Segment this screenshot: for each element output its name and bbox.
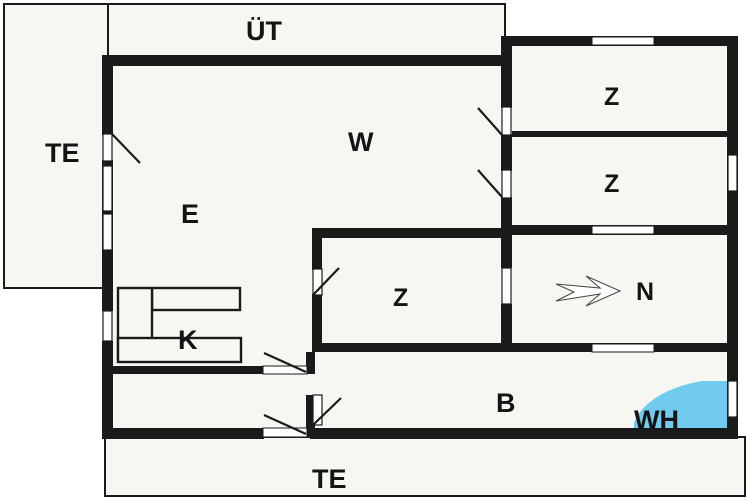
wall-z-center-top: [312, 228, 512, 238]
wall-right-divider-a: [501, 36, 512, 108]
area-terrace-bottom: [104, 436, 746, 497]
kitchen-counter-lower: [116, 336, 243, 364]
kitchen-fixtures: [116, 286, 243, 364]
window-left-upper-a-icon: [102, 165, 113, 212]
door-terrace-left-leaf: [111, 133, 141, 164]
room-label-z-top: Z: [604, 83, 619, 111]
window-wh-east-icon: [727, 380, 738, 418]
compass-arrow-icon: [555, 275, 622, 307]
door-hall-upper-leaf: [263, 351, 307, 374]
wall-right-outer-upper: [727, 36, 738, 235]
compass-group: N: [555, 275, 654, 307]
window-n-room-west-icon: [501, 267, 512, 305]
wall-bottom-left: [102, 428, 264, 439]
wall-hall-east-b: [306, 395, 315, 429]
kitchen-counter-upper: [150, 286, 242, 312]
wall-z-separator: [512, 131, 727, 137]
window-right-east-icon: [727, 154, 738, 192]
wall-right-divider-b: [501, 134, 512, 171]
door-hall-lower-opening: [262, 427, 308, 438]
window-left-upper-b-icon: [102, 213, 113, 251]
door-hall-lower-leaf: [263, 413, 307, 436]
room-label-te-bottom: TE: [312, 464, 347, 494]
interior-floors: [107, 38, 738, 436]
door-z-center-west-opening: [312, 268, 323, 296]
room-label-e: E: [181, 199, 199, 229]
window-z-mid-south-icon: [591, 225, 655, 235]
door-w-to-z-top-leaf: [477, 107, 503, 136]
wall-n-room-west-a: [501, 232, 512, 268]
wall-top-main: [102, 55, 512, 66]
wall-left-upper: [102, 55, 113, 135]
door-terrace-left-opening: [102, 133, 113, 162]
area-terrace-left: [3, 3, 109, 289]
wh-quarter-ellipse: [634, 381, 728, 434]
door-w-to-z-top-opening: [501, 106, 512, 136]
window-z-top-north-icon: [591, 36, 655, 46]
outdoor-areas: [3, 3, 746, 497]
room-label-b: B: [496, 388, 516, 418]
wall-left-lower: [102, 341, 113, 439]
room-label-w: W: [348, 127, 374, 157]
wall-z-center-west-b: [312, 294, 322, 352]
window-n-room-south-icon: [591, 343, 655, 353]
wall-hall-east-a: [306, 352, 315, 374]
wall-kitchen-bottom: [113, 366, 263, 374]
door-hall-upper-opening: [262, 365, 308, 375]
whirlpool-highlight-shape: [634, 381, 728, 434]
door-b-west-leaf: [312, 397, 342, 426]
room-label-k: K: [178, 325, 198, 355]
door-w-to-z-mid-opening: [501, 169, 512, 199]
room-label-z-center: Z: [393, 284, 408, 312]
wall-z-center-west-a: [312, 228, 322, 270]
wall-right-outer-n: [727, 232, 738, 352]
window-left-lower-icon: [102, 310, 113, 342]
wall-bottom-right: [310, 428, 738, 439]
door-w-to-z-mid-leaf: [477, 169, 503, 198]
room-label-group: ÜT TE W E Z Z Z K B WH TE: [45, 16, 679, 494]
wall-z-center-bottom: [312, 343, 512, 352]
room-label-wh: WH: [634, 405, 679, 435]
wall-n-room-west-b: [501, 304, 512, 352]
door-z-center-west-leaf: [312, 267, 340, 296]
door-group: [102, 106, 512, 438]
window-group: [102, 36, 738, 418]
floor-north-room: [506, 232, 738, 350]
room-label-te-left: TE: [45, 138, 80, 168]
area-upper-terrace: [104, 3, 506, 60]
room-label-z-mid: Z: [604, 170, 619, 198]
door-b-west-opening: [312, 394, 323, 426]
compass-north-label: N: [636, 278, 654, 306]
room-label-ut: ÜT: [246, 16, 282, 46]
wall-right-divider-c: [501, 197, 512, 235]
